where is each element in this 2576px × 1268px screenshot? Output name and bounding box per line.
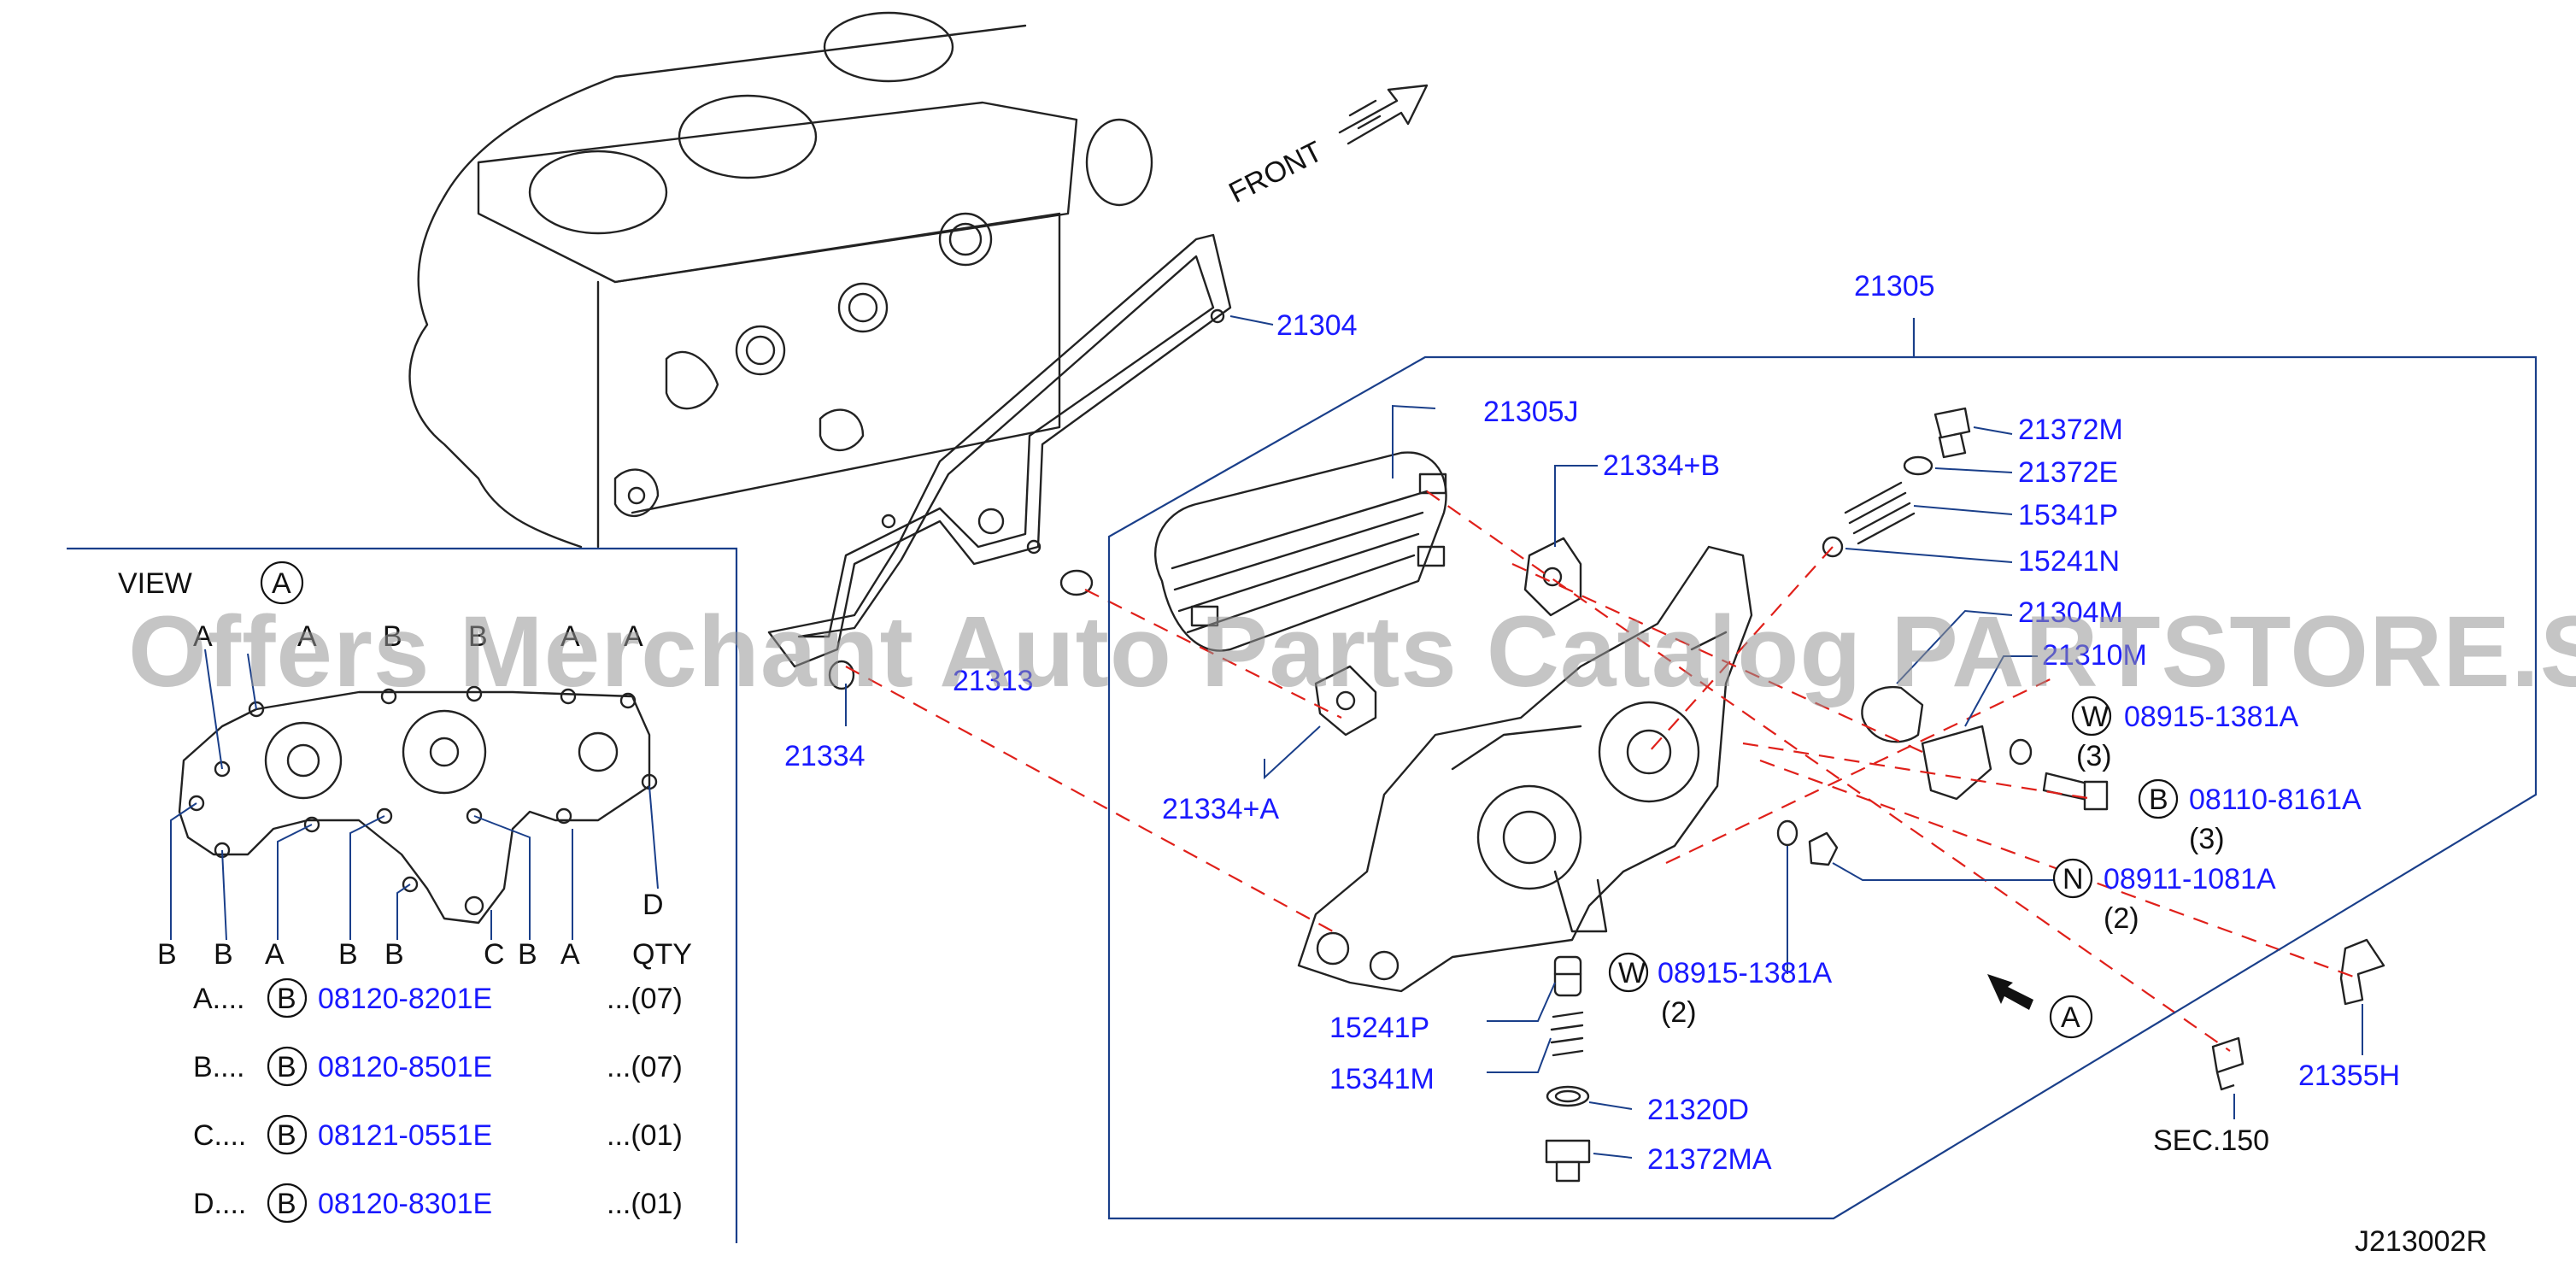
view-a-letter-top-1: A bbox=[193, 620, 213, 653]
front-arrow-icon bbox=[1338, 84, 1429, 145]
view-a-letter-top-5: A bbox=[560, 620, 580, 653]
callout-21355h[interactable]: 21355H bbox=[2298, 1060, 2400, 1092]
o-ring-21313-drawing bbox=[1059, 569, 1094, 596]
view-a-letter-bottom-1: B bbox=[157, 938, 177, 971]
bolt-b-part[interactable]: 08120-8501E bbox=[318, 1051, 492, 1083]
fastener-3-symbol: N bbox=[2063, 863, 2084, 895]
callout-21304[interactable]: 21304 bbox=[1276, 309, 1358, 342]
gasket-21334b-hole bbox=[1542, 566, 1563, 587]
fastener-4-symbol: W bbox=[1618, 957, 1646, 989]
view-a-direction-arrow-icon bbox=[1987, 974, 2033, 1010]
relief-valve-parts-drawing bbox=[1776, 407, 2109, 866]
bolt-a-key: A.... bbox=[193, 983, 244, 1015]
callout-sec150[interactable]: SEC.150 bbox=[2153, 1124, 2269, 1157]
bolt-a-qty: ...(07) bbox=[607, 983, 683, 1015]
plug-sec150-drawing bbox=[2211, 1036, 2244, 1091]
gasket-21334a-hole bbox=[1335, 690, 1356, 711]
bolt-b-symbol: B bbox=[277, 1051, 296, 1083]
callout-21305[interactable]: 21305 bbox=[1854, 270, 1935, 302]
callout-21334a[interactable]: 21334+A bbox=[1162, 793, 1279, 825]
callout-21313[interactable]: 21313 bbox=[953, 665, 1034, 697]
view-a-direction-symbol: A bbox=[2061, 1001, 2080, 1034]
callout-21372m[interactable]: 21372M bbox=[2018, 414, 2123, 446]
view-a-letter-top-4: B bbox=[468, 620, 488, 653]
bolt-c-qty: ...(01) bbox=[607, 1119, 683, 1152]
fastener-2-symbol: B bbox=[2149, 784, 2168, 816]
bolt-d-symbol: B bbox=[277, 1188, 296, 1220]
bolt-c-key: C.... bbox=[193, 1119, 246, 1152]
view-a-bolt-symbols bbox=[267, 977, 308, 1224]
view-a-letter-bottom-7: B bbox=[518, 938, 537, 971]
callout-21305j[interactable]: 21305J bbox=[1483, 396, 1579, 428]
bolt-d-part[interactable]: 08120-8301E bbox=[318, 1188, 492, 1220]
callout-leaders bbox=[845, 315, 2363, 1159]
view-a-letter-bottom-4: B bbox=[338, 938, 358, 971]
bolt-a-symbol: B bbox=[277, 983, 296, 1015]
view-a-letter-bottom-5: B bbox=[384, 938, 404, 971]
view-a-title: VIEW bbox=[118, 567, 192, 600]
view-a-letter-top-2: A bbox=[297, 620, 317, 653]
lower-plug-stack-drawing bbox=[1545, 955, 1591, 1183]
diagram-code: J213002R bbox=[2355, 1225, 2487, 1258]
housing-assembly-frame bbox=[1107, 318, 2538, 1220]
callout-21310m[interactable]: 21310M bbox=[2042, 639, 2147, 672]
callout-21304m[interactable]: 21304M bbox=[2018, 596, 2123, 629]
view-a-letter-bottom-2: B bbox=[214, 938, 233, 971]
front-label: FRONT bbox=[1223, 135, 1328, 209]
fastener-4-qty: (2) bbox=[1661, 996, 1697, 1029]
view-a-letter-bottom-9: D bbox=[643, 889, 664, 921]
bracket-21355h-drawing bbox=[2339, 938, 2385, 1006]
oil-cooler-gasket-drawing bbox=[767, 233, 1232, 668]
fastener-1-qty: (3) bbox=[2076, 740, 2112, 772]
gasket-21334b-drawing bbox=[1523, 537, 1582, 617]
bolt-a-part[interactable]: 08120-8201E bbox=[318, 983, 492, 1015]
callout-21334[interactable]: 21334 bbox=[784, 740, 866, 772]
view-a-housing-drawing bbox=[178, 685, 658, 925]
view-a-symbol: A bbox=[272, 567, 291, 600]
callout-21320d[interactable]: 21320D bbox=[1647, 1094, 1749, 1126]
callout-15241n[interactable]: 15241N bbox=[2018, 545, 2120, 578]
fastener-3-part[interactable]: 08911-1081A bbox=[2104, 863, 2276, 895]
fastener-2-qty: (3) bbox=[2189, 823, 2225, 855]
oil-cooler-drawing bbox=[1153, 451, 1447, 652]
bolt-d-qty: ...(01) bbox=[607, 1188, 683, 1220]
view-a-frame bbox=[67, 547, 738, 1243]
view-a-letter-bottom-8: A bbox=[560, 938, 580, 971]
callout-21334b[interactable]: 21334+B bbox=[1603, 449, 1720, 482]
callout-15241p[interactable]: 15241P bbox=[1329, 1012, 1429, 1044]
view-a-qty-header: QTY bbox=[632, 938, 692, 971]
fastener-1-part[interactable]: 08915-1381A bbox=[2124, 701, 2299, 733]
fastener-4-part[interactable]: 08915-1381A bbox=[1658, 957, 1833, 989]
oil-filter-housing-drawing bbox=[1297, 545, 1753, 993]
callout-15341m[interactable]: 15341M bbox=[1329, 1063, 1435, 1095]
view-a-letter-bottom-6: C bbox=[484, 938, 505, 971]
fastener-symbols bbox=[1608, 696, 2179, 993]
bolt-c-part[interactable]: 08121-0551E bbox=[318, 1119, 492, 1152]
bolt-b-qty: ...(07) bbox=[607, 1051, 683, 1083]
engine-block-drawing bbox=[408, 11, 1153, 549]
fastener-3-qty: (2) bbox=[2104, 902, 2139, 935]
bolt-d-key: D.... bbox=[193, 1188, 246, 1220]
view-a-symbol-circle bbox=[260, 561, 304, 605]
view-a-leaders bbox=[170, 649, 659, 941]
view-a-letter-top-6: A bbox=[624, 620, 643, 653]
view-a-letter-bottom-3: A bbox=[265, 938, 285, 971]
view-a-direction-symbol-circle bbox=[2049, 995, 2093, 1039]
callout-21372ma[interactable]: 21372MA bbox=[1647, 1143, 1772, 1176]
view-a-bolt-table: A.... B 08120-8201E ...(07) B.... B 0812… bbox=[193, 983, 683, 1220]
fastener-2-part[interactable]: 08110-8161A bbox=[2189, 784, 2362, 816]
bolt-b-key: B.... bbox=[193, 1051, 244, 1083]
gasket-21334a-drawing bbox=[1314, 665, 1377, 737]
seal-21334-drawing bbox=[828, 660, 855, 690]
callout-21372e[interactable]: 21372E bbox=[2018, 456, 2118, 489]
view-a-letter-top-3: B bbox=[383, 620, 402, 653]
bolt-c-symbol: B bbox=[277, 1119, 296, 1152]
callout-15341p[interactable]: 15341P bbox=[2018, 499, 2118, 531]
fastener-1-symbol: W bbox=[2081, 701, 2109, 733]
